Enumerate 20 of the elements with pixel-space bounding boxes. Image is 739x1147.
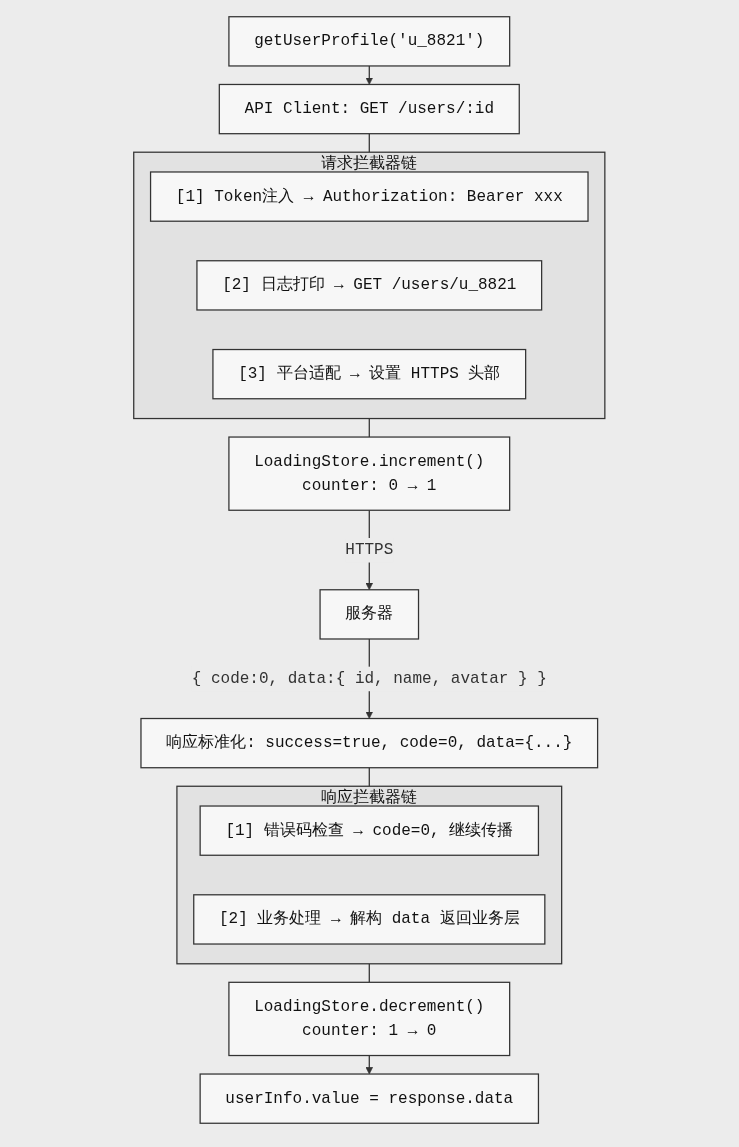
arrow <box>365 65 374 85</box>
connector <box>368 767 371 787</box>
edge-label: { code:0, data:{ id, name, avatar } } <box>192 669 547 688</box>
node-box: userInfo.value = response.data <box>199 1073 540 1124</box>
node-box: 服务器 <box>319 589 420 640</box>
node-box: LoadingStore.decrement() counter: 1 → 0 <box>228 981 511 1057</box>
connector <box>368 133 371 153</box>
node-box: [1] 错误码检查 → code=0, 继续传播 <box>199 805 540 856</box>
node-box: 响应标准化: success=true, code=0, data={...} <box>140 717 599 769</box>
node-box: getUserProfile('u_8821') <box>228 16 511 67</box>
node-box: [2] 业务处理 → 解构 data 返回业务层 <box>193 894 546 945</box>
arrow <box>365 1054 374 1075</box>
edge-label: HTTPS <box>345 540 394 560</box>
connector <box>368 417 371 438</box>
node-box: [3] 平台适配 → 设置 HTTPS 头部 <box>212 348 527 400</box>
node-box: API Client: GET /users/:id <box>218 83 521 135</box>
node-box: LoadingStore.increment() counter: 0 → 1 <box>228 436 511 511</box>
node-box: [1] Token注入 → Authorization: Bearer xxx <box>150 171 589 222</box>
connector <box>368 963 371 983</box>
node-box: [2] 日志打印 → GET /users/u_8821 <box>196 260 543 311</box>
